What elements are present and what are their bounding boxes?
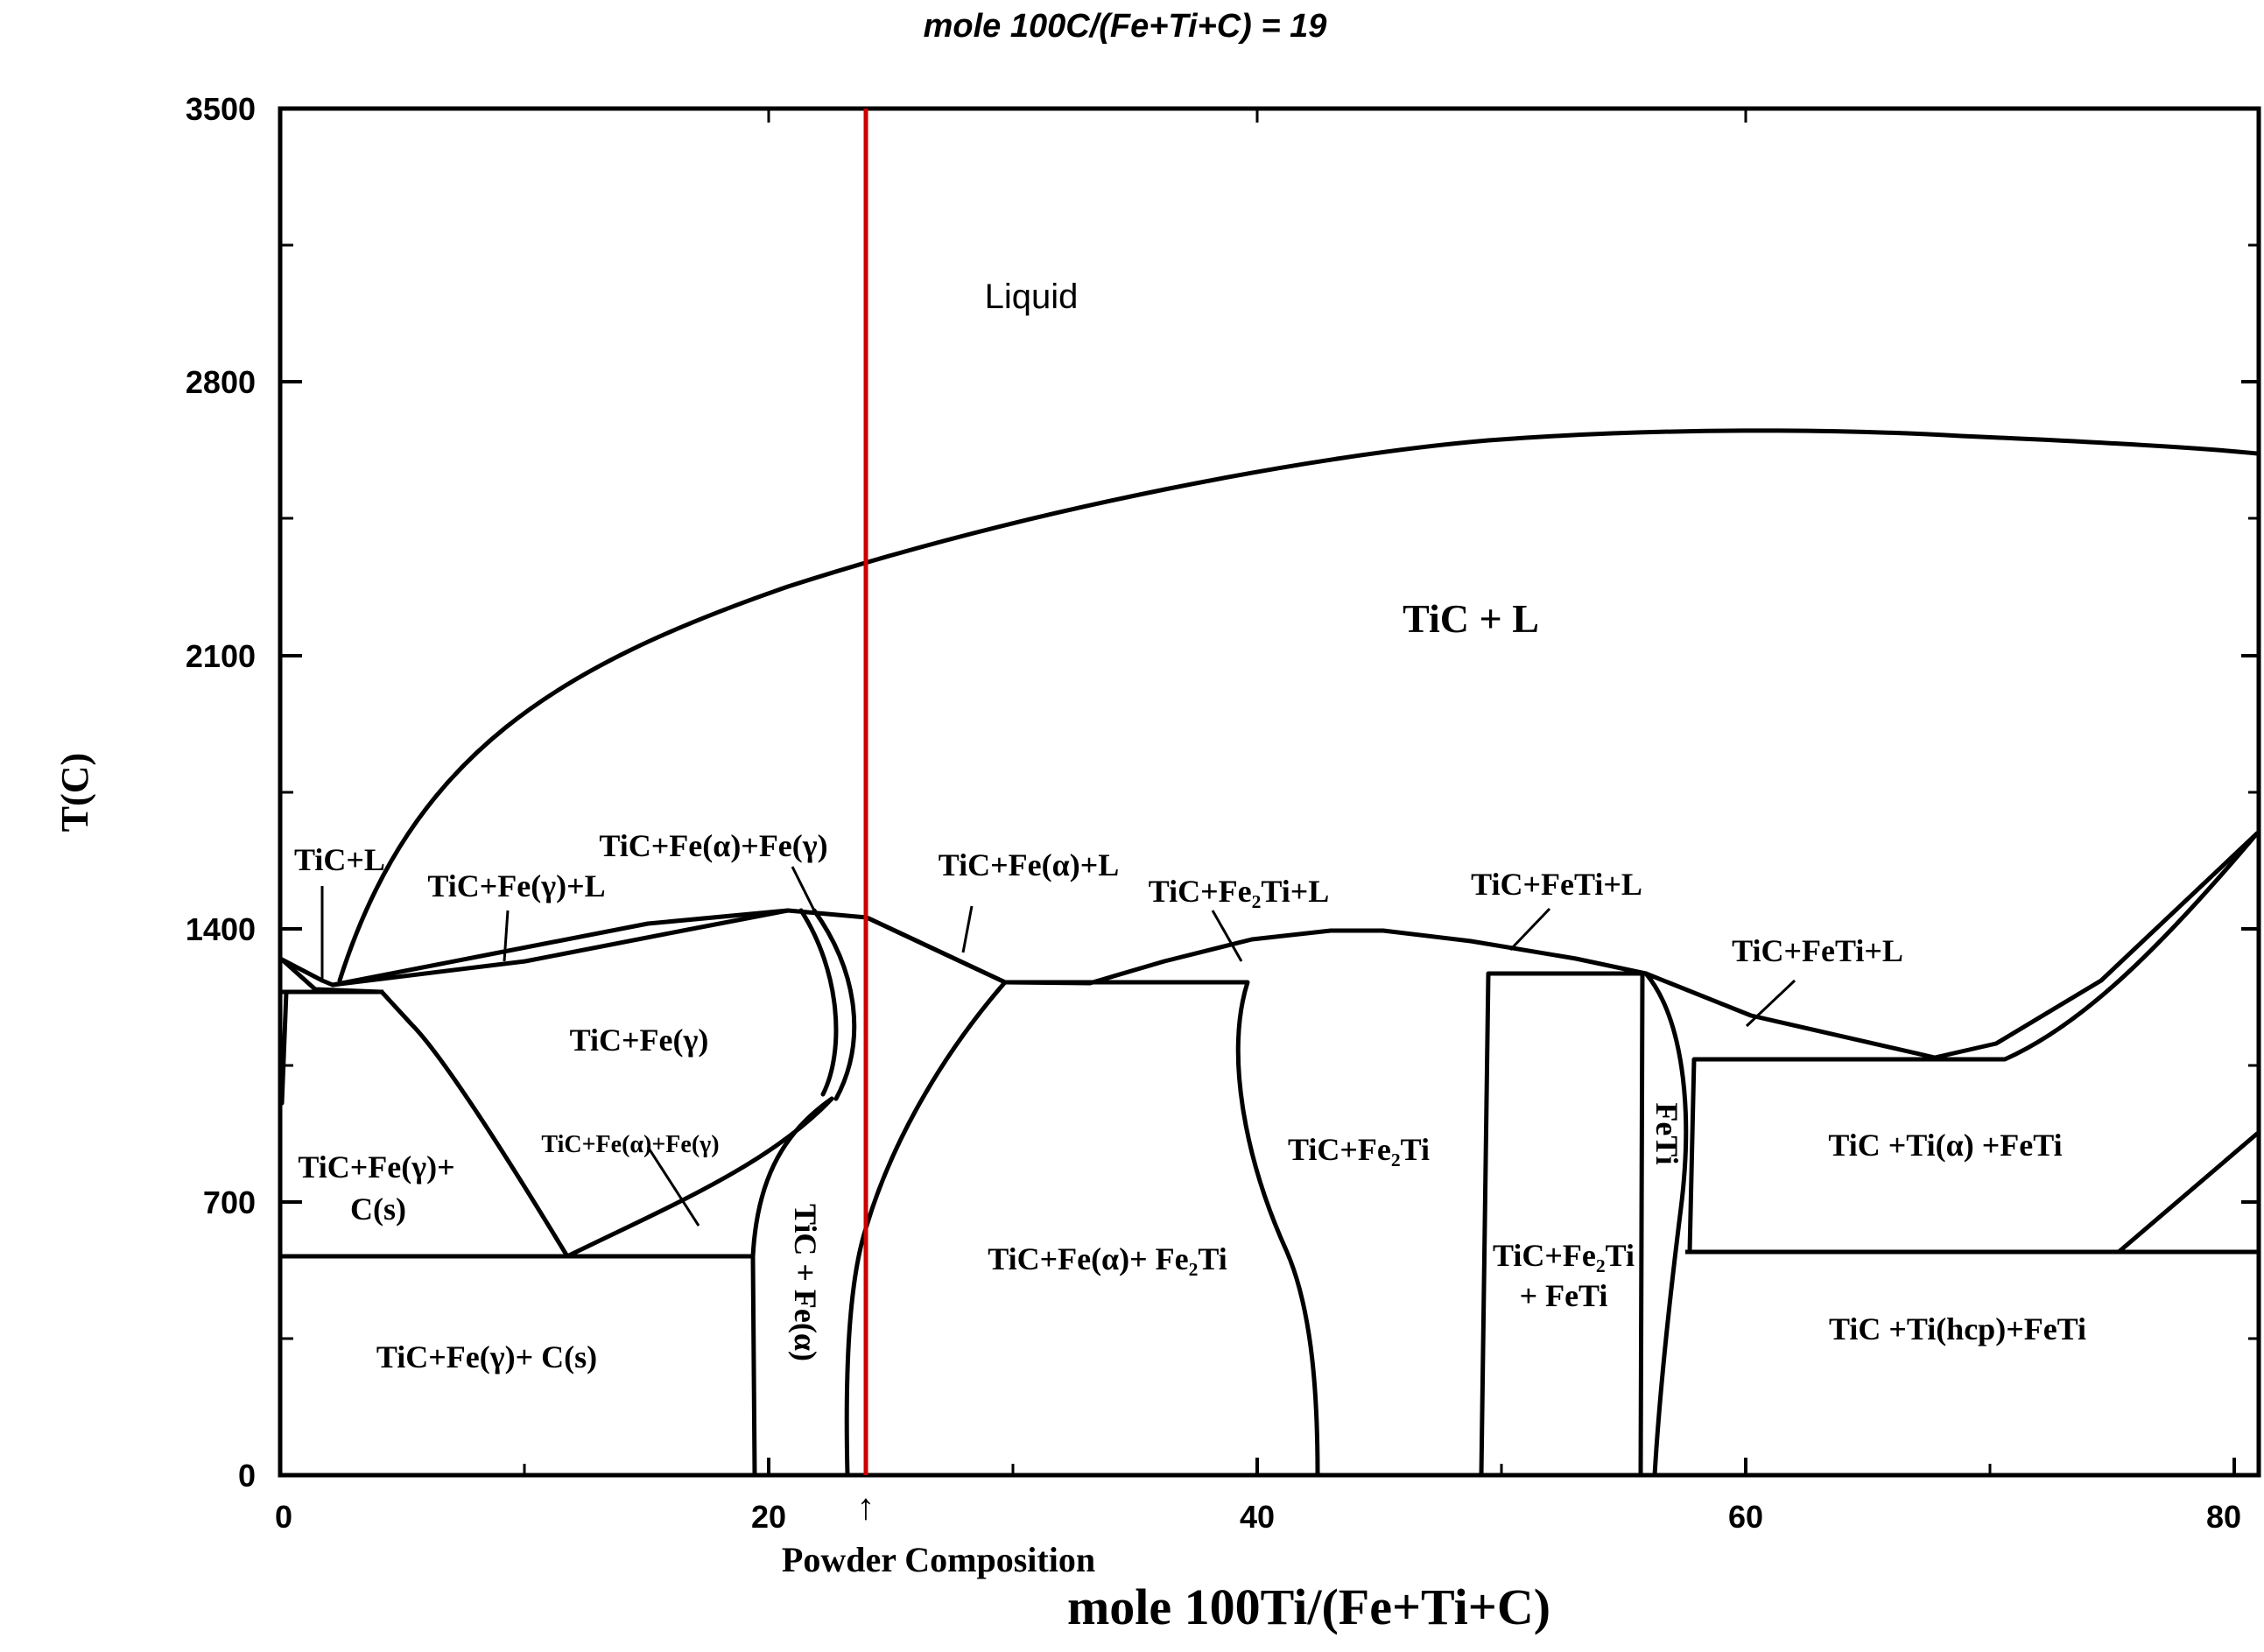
x-tick-label: 80 <box>2206 1499 2241 1535</box>
x-tick-label: 60 <box>1728 1499 1763 1535</box>
feti-left-vertical <box>1479 971 1491 1478</box>
ti-hcp-diagonal <box>2116 1131 2260 1255</box>
region-label-fe-alpha-fe-gamma-low: TiC+Fe(α)+Fe(γ) <box>541 1131 719 1158</box>
region-label-fe-alpha-fe-gamma-top: TiC+Fe(α)+Fe(γ) <box>599 828 827 863</box>
fe-alpha-loop-inner <box>798 908 839 1097</box>
y-tick-label: 2800 <box>186 364 256 400</box>
powder-composition-arrow: ↑ <box>857 1486 875 1527</box>
y-tick-label: 3500 <box>186 91 256 127</box>
region-label-tic-l-big: TiC + L <box>1403 596 1539 641</box>
fe-gamma-liquid-lower <box>330 908 791 988</box>
upper-solidus <box>279 831 2260 1060</box>
x-axis: 0 20 40 60 80 <box>275 109 2241 1535</box>
region-label-fe2ti-l: TiC+Fe₂Ti+L <box>1149 874 1330 909</box>
x-tick-label: 40 <box>1240 1499 1275 1535</box>
x-axis-label: mole 100Ti/(Fe+Ti+C) <box>1067 1578 1550 1635</box>
region-label-fe2ti-feti-1: TiC+Fe₂Ti <box>1493 1238 1635 1273</box>
liquidus-curve <box>337 428 2260 983</box>
region-label-ti-alpha-feti: TiC +Ti(α) +FeTi <box>1828 1128 2062 1163</box>
region-label-liquid: Liquid <box>985 278 1079 316</box>
region-label-fe-gamma: TiC+Fe(γ) <box>570 1023 709 1058</box>
y-tick-label: 700 <box>203 1185 256 1220</box>
leader-fe-alpha-fe-gamma-top <box>791 866 816 911</box>
diagram-title: mole 100C/(Fe+Ti+C) = 19 <box>924 8 1327 45</box>
phase-boundaries <box>279 428 2260 1478</box>
region-labels: Liquid TiC + L TiC+L TiC+Fe(γ)+L TiC+Fe(… <box>294 278 2086 1374</box>
powder-composition-label: Powder Composition <box>782 1540 1095 1579</box>
region-label-fe-alpha-fe2ti: TiC+Fe(α)+ Fe₂Ti <box>988 1241 1227 1276</box>
region-label-feti: FeTi <box>1649 1102 1684 1164</box>
tic-l-small-boundary <box>279 957 384 995</box>
region-label-fe2ti: TiC+Fe₂Ti <box>1288 1132 1430 1167</box>
feti-right-vertical <box>1638 971 1645 1478</box>
y-axis-label: T(C) <box>53 753 96 832</box>
fe-alpha-right-bound <box>844 980 1008 1478</box>
fe-alpha-loop-outer <box>812 908 857 1101</box>
region-label-fe-gamma-l: TiC+Fe(γ)+L <box>427 868 605 903</box>
x-tick-label: 0 <box>275 1499 292 1535</box>
region-label-tic-l-small: TiC+L <box>294 842 385 877</box>
plot-frame <box>278 106 2261 1478</box>
leader-fe-alpha-fe-gamma-low <box>646 1146 700 1227</box>
y-tick-label: 2100 <box>186 638 256 674</box>
x-tick-label: 20 <box>751 1499 786 1535</box>
fe2ti-left-curve <box>1235 980 1320 1478</box>
region-label-ti-hcp-feti: TiC +Ti(hcp)+FeTi <box>1829 1311 2086 1346</box>
leader-feti-l-2 <box>1745 979 1796 1028</box>
region-label-fe-alpha-l: TiC+Fe(α)+L <box>939 847 1119 882</box>
ti-alpha-top-left <box>1687 1057 1697 1255</box>
region-label-fe-alpha-vertical: TiC + Fe(α) <box>788 1204 823 1361</box>
region-label-fe-gamma-cs-2: C(s) <box>350 1192 406 1227</box>
leader-lines <box>320 866 1796 1227</box>
y-tick-label: 1400 <box>186 911 256 947</box>
feti-band-curve <box>1643 971 1689 1478</box>
fe-alpha-liquid-line <box>864 915 1008 985</box>
region-label-fe-gamma-cs-bottom: TiC+Fe(γ)+ C(s) <box>376 1339 597 1374</box>
fe-gamma-lower-boundary <box>379 989 570 1259</box>
region-label-feti-l-1: TiC+FeTi+L <box>1471 867 1642 902</box>
ti-rich-lens <box>2002 831 2260 1062</box>
left-edge <box>279 989 289 1106</box>
leader-feti-l-1 <box>1508 907 1551 952</box>
leader-fe-gamma-l <box>503 910 510 962</box>
y-tick-label: 0 <box>238 1458 256 1494</box>
region-label-feti-l-2: TiC+FeTi+L <box>1732 933 1903 968</box>
leader-fe-alpha-l <box>961 905 974 953</box>
y-axis: 3500 2800 2100 1400 700 0 <box>186 91 2259 1494</box>
region-label-fe2ti-feti-2: + FeTi <box>1520 1278 1608 1313</box>
region-label-fe-gamma-cs-1: TiC+Fe(γ)+ <box>298 1149 454 1185</box>
leader-fe2ti-l <box>1211 910 1243 962</box>
fe-alpha-left-bound <box>750 1096 834 1478</box>
